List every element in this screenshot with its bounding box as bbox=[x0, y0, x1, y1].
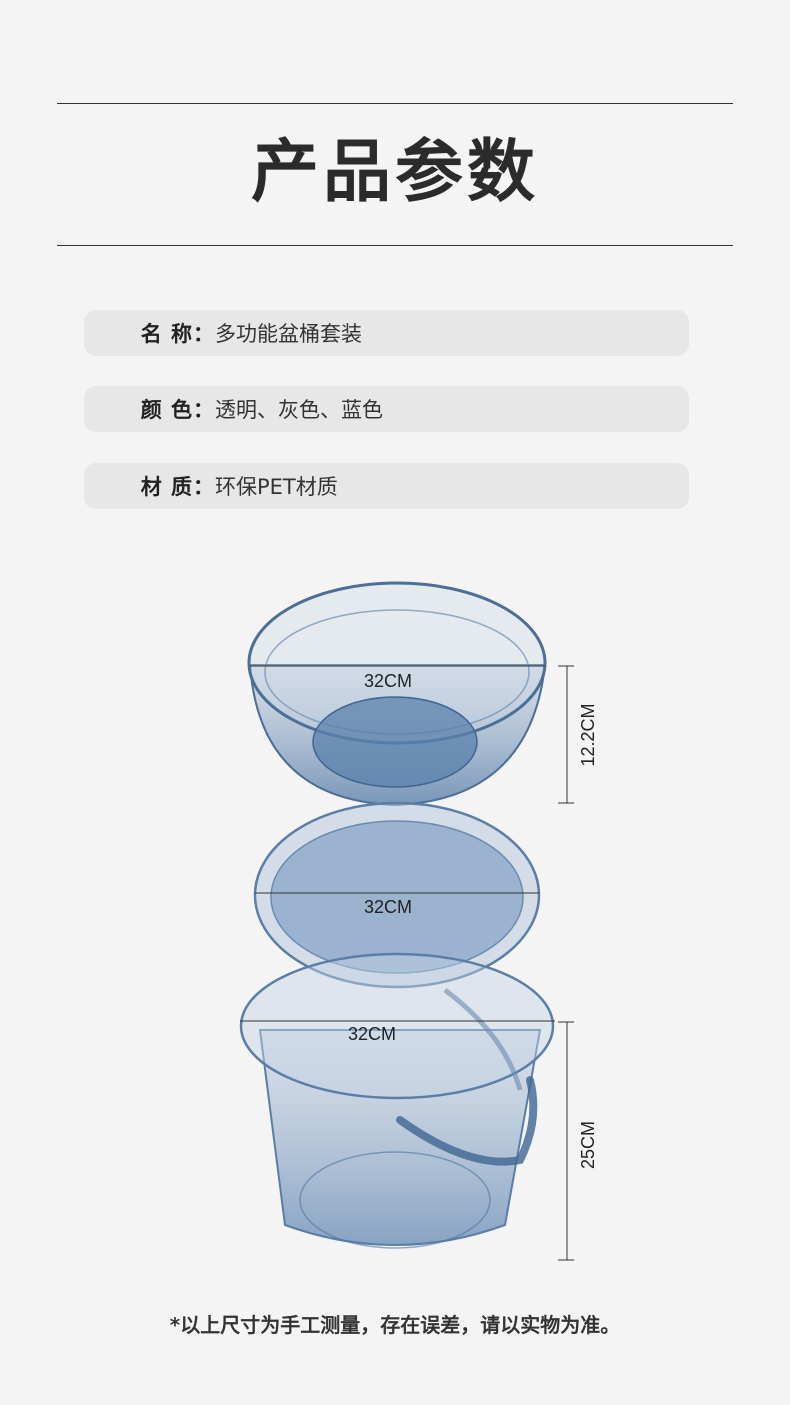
footnote: *以上尺寸为手工测量，存在误差，请以实物为准。 bbox=[169, 1313, 621, 1337]
bottom-divider bbox=[57, 245, 733, 246]
lid-width-label: 32CM bbox=[364, 897, 412, 917]
bucket-height-label: 25CM bbox=[578, 1121, 598, 1169]
basin-width-line: 32CM bbox=[250, 665, 545, 691]
spec-label-color: 颜 色： bbox=[140, 398, 215, 422]
product-illustration: 32CM 12.2CM 32CM 32CM 25CM bbox=[239, 581, 598, 1261]
spec-label-name: 名 称： bbox=[140, 322, 215, 346]
basin-width-label: 32CM bbox=[364, 671, 412, 691]
bucket-image bbox=[239, 952, 555, 1249]
page-title: 产品参数 bbox=[250, 133, 539, 212]
spec-value-color: 透明、灰色、蓝色 bbox=[215, 398, 383, 422]
lid-image bbox=[253, 801, 541, 989]
spec-row-name: 名 称： 多功能盆桶套装 bbox=[84, 310, 689, 356]
basin-image bbox=[247, 581, 547, 807]
bucket-width-line: 32CM bbox=[240, 1020, 555, 1044]
basin-height-line: 12.2CM bbox=[558, 665, 598, 804]
bucket-height-line: 25CM bbox=[558, 1021, 598, 1261]
spec-label-material: 材 质： bbox=[140, 475, 215, 499]
spec-value-name: 多功能盆桶套装 bbox=[215, 322, 362, 346]
basin-height-label: 12.2CM bbox=[578, 703, 598, 766]
top-divider bbox=[57, 103, 733, 104]
spec-row-material: 材 质： 环保PET材质 bbox=[84, 463, 689, 509]
spec-value-material: 环保PET材质 bbox=[215, 475, 338, 499]
lid-width-line: 32CM bbox=[255, 892, 539, 917]
bucket-width-label: 32CM bbox=[348, 1024, 396, 1044]
spec-row-color: 颜 色： 透明、灰色、蓝色 bbox=[84, 386, 689, 432]
